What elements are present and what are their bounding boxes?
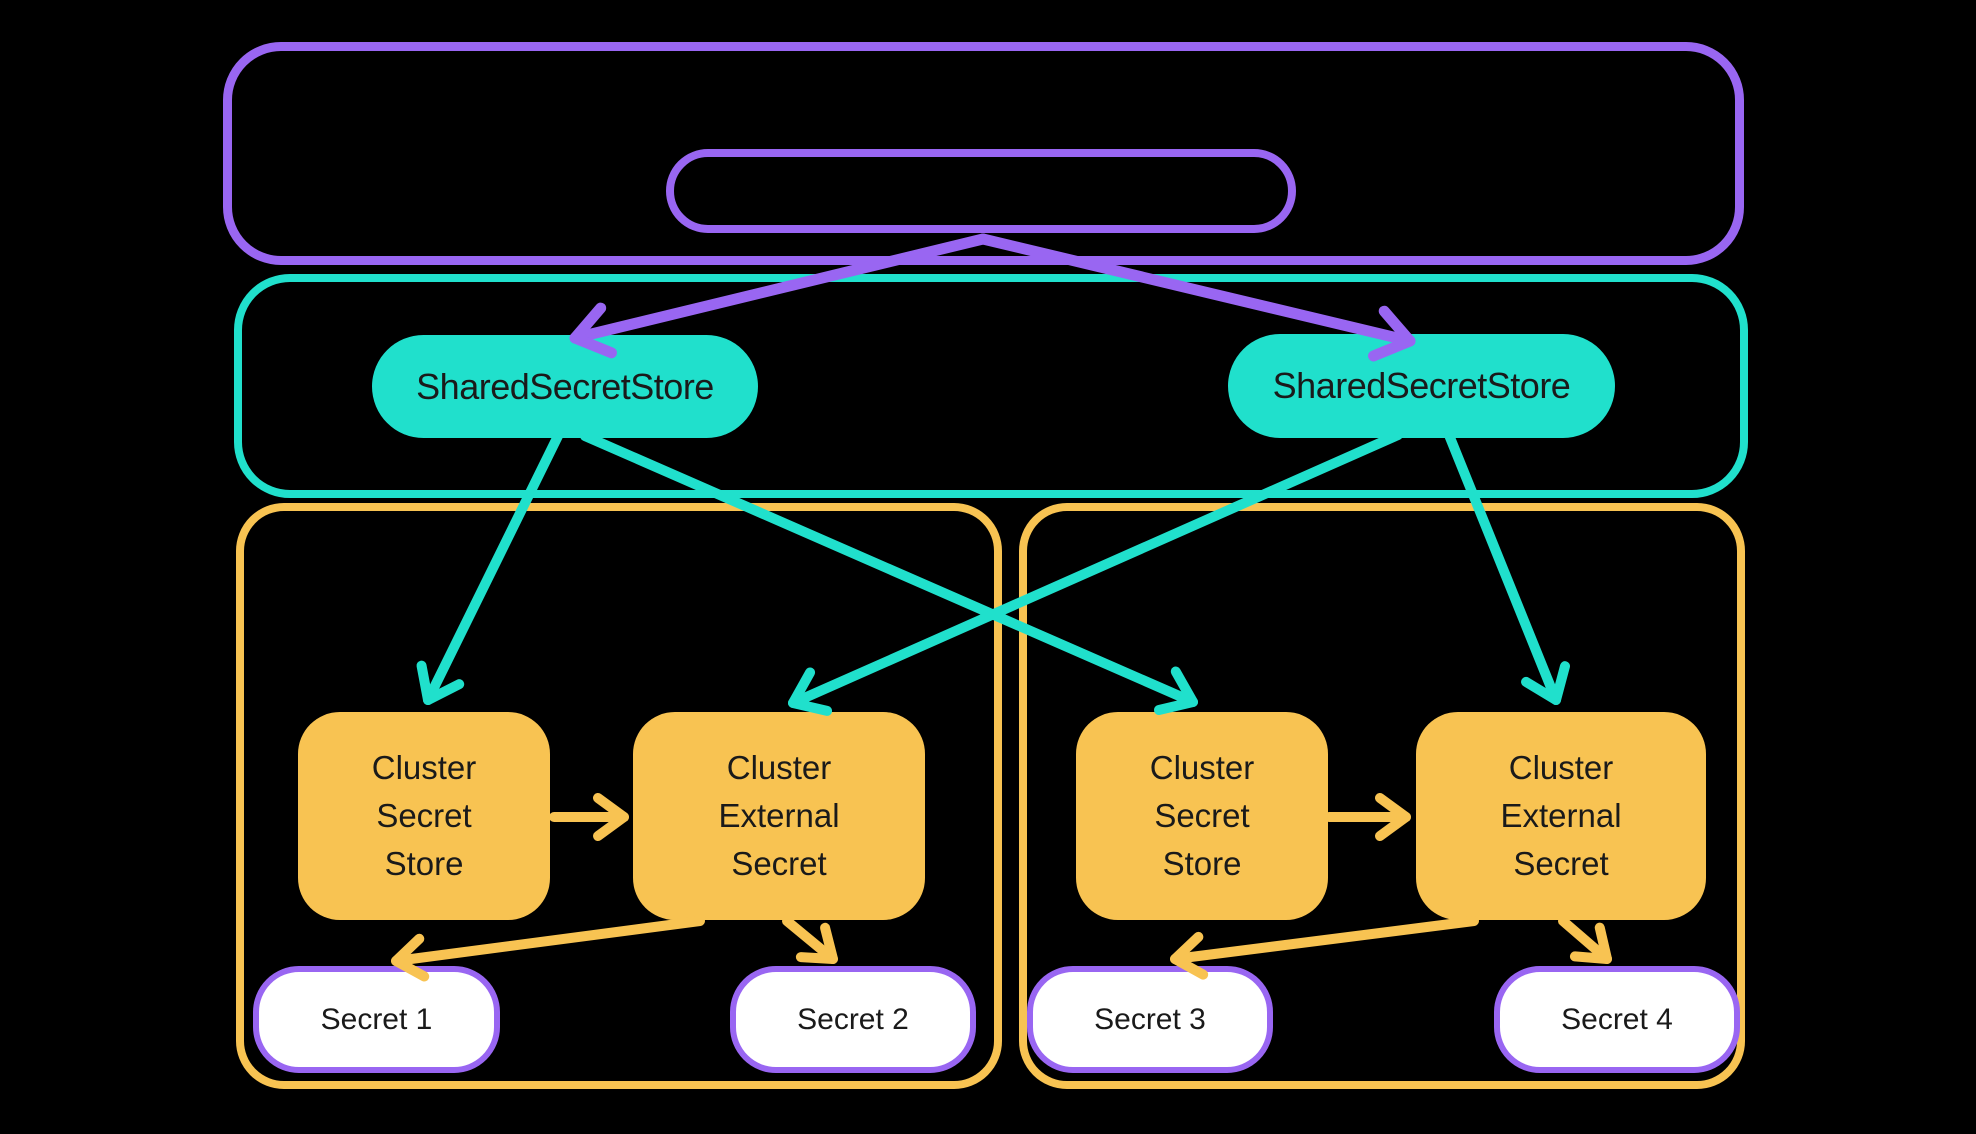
secret-4-label: Secret 4 [1561, 1002, 1673, 1036]
shared-secret-store-left: SharedSecretStore [372, 335, 758, 438]
shared-secret-store-right: SharedSecretStore [1228, 334, 1615, 438]
provider-pill [666, 149, 1296, 233]
cluster-secret-store-left-label: Cluster Secret Store [371, 749, 477, 882]
secret-1-label: Secret 1 [320, 1002, 433, 1036]
cluster-secret-store-right-label: Cluster Secret Store [1149, 749, 1255, 882]
secret-2-label: Secret 2 [797, 1002, 909, 1036]
secret-pill-2: Secret 2 [730, 966, 976, 1073]
cluster-external-secret-left-label: Cluster External Secret [718, 749, 840, 882]
cluster-external-secret-right-label: Cluster External Secret [1500, 749, 1622, 882]
shared-secret-store-left-label: SharedSecretStore [416, 365, 714, 407]
secret-pill-1: Secret 1 [253, 966, 500, 1073]
shared-secret-store-right-label: SharedSecretStore [1272, 365, 1571, 406]
secret-pill-3: Secret 3 [1027, 966, 1273, 1073]
secret-pill-4: Secret 4 [1494, 966, 1740, 1073]
cluster-external-secret-right: Cluster External Secret [1416, 712, 1706, 920]
cluster-secret-store-right: Cluster Secret Store [1076, 712, 1328, 920]
cluster-external-secret-left: Cluster External Secret [633, 712, 925, 920]
secret-3-label: Secret 3 [1094, 1002, 1206, 1036]
cluster-secret-store-left: Cluster Secret Store [298, 712, 550, 920]
